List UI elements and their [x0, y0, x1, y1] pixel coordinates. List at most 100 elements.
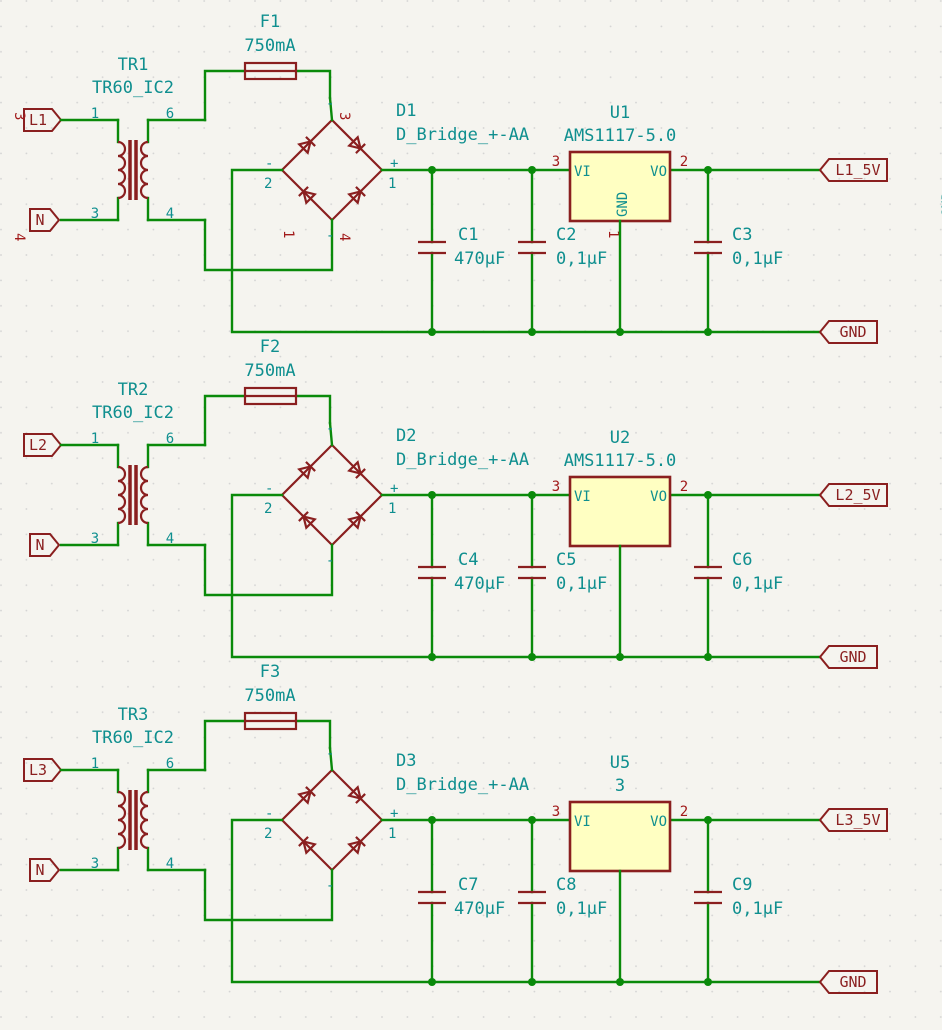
ground-label-text: GND: [839, 973, 866, 991]
junction-dot: [528, 978, 536, 986]
pin-number: 6: [166, 756, 174, 772]
fuse-value: 750mA: [244, 36, 295, 56]
capacitor-ref: C8: [556, 875, 576, 895]
pin-number: 3: [552, 804, 560, 820]
ac-mark: -: [326, 421, 334, 437]
capacitor-value: 0,1µF: [556, 899, 607, 919]
pin-number: 2: [680, 479, 688, 495]
pin-number: 3: [336, 112, 352, 120]
supply-stage-3: L3NTR3TR60_IC21364F3750mAD3D_Bridge_+-AA…: [0, 112, 942, 994]
pin-number: 1: [605, 230, 621, 238]
capacitor-value: 0,1µF: [732, 899, 783, 919]
pin-number: 6: [166, 106, 174, 122]
diode: [347, 785, 366, 804]
pin-label-vi: VI: [574, 814, 591, 830]
primary-coil: [117, 140, 127, 200]
ground-label[interactable]: GND: [818, 320, 878, 344]
neutral-input-label-text: N: [35, 211, 44, 229]
fuse-value: 750mA: [244, 686, 295, 706]
diode: [298, 836, 317, 855]
capacitor-ref: C7: [458, 875, 478, 895]
ac-mark: -: [326, 96, 334, 112]
regulator-value: AMS1117-5.0: [564, 126, 677, 146]
bridge-ref: D2: [396, 426, 416, 446]
wire: [294, 69, 332, 100]
capacitor-c6[interactable]: C60,1µF: [694, 493, 783, 659]
capacitor-value: 0,1µF: [732, 574, 783, 594]
pin-number: 3: [552, 154, 560, 170]
pin-number: 4: [166, 856, 174, 872]
diode: [298, 511, 317, 530]
neutral-input-label[interactable]: N: [29, 208, 61, 232]
diode: [347, 460, 366, 479]
fuse-ref: F2: [260, 337, 280, 357]
neutral-input-label-text: N: [35, 536, 44, 554]
transformer-ref: TR2: [118, 380, 149, 400]
ac-mark: -: [326, 228, 334, 244]
junction-dot: [528, 816, 536, 824]
regulator-u5[interactable]: U53VIVOGND321: [0, 192, 942, 984]
power-input-label-text: L3: [29, 761, 47, 779]
pin-number: 3: [91, 206, 99, 222]
diode: [347, 836, 366, 855]
junction-dot: [704, 166, 712, 174]
capacitor-c1[interactable]: C1 470µF: [418, 168, 505, 334]
junction-dot: [704, 491, 712, 499]
capacitor-c8[interactable]: C8 0,1µF: [518, 818, 607, 984]
capacitor-c9[interactable]: C90,1µF: [694, 818, 783, 984]
power-input-label[interactable]: L2: [23, 433, 63, 457]
power-input-label[interactable]: L3: [23, 758, 63, 782]
ground-label[interactable]: GND: [818, 645, 878, 669]
output-label-text: L3_5V: [835, 811, 880, 829]
pin-label-vi: VI: [574, 164, 591, 180]
output-label[interactable]: L3_5V: [818, 808, 888, 832]
junction-dot: [428, 328, 436, 336]
pin-number: 4: [166, 531, 174, 547]
capacitor-c2[interactable]: C20,1µF: [518, 168, 607, 334]
pin-number: 4: [11, 233, 27, 241]
pin-number: 1: [388, 501, 396, 517]
capacitor-c3[interactable]: C30,1µF: [694, 168, 783, 334]
diode: [297, 461, 316, 480]
power-input-label-text: L1: [29, 111, 47, 129]
neutral-input-label[interactable]: N: [29, 858, 61, 882]
junction-dot: [428, 653, 436, 661]
capacitor-c5[interactable]: C50,1µF: [518, 493, 607, 659]
capacitor-ref: C1: [458, 225, 478, 245]
pin-number: 4: [336, 233, 352, 241]
minus-sign: -: [265, 156, 273, 172]
capacitor-value: 0,1µF: [556, 249, 607, 269]
output-label[interactable]: L1_5V: [818, 158, 888, 182]
output-label[interactable]: L2_5V: [818, 483, 888, 507]
junction-dot: [704, 653, 712, 661]
regulator-ref: U2: [610, 428, 630, 448]
bridge-value: D_Bridge_+-AA: [396, 775, 529, 795]
power-input-label[interactable]: L1: [23, 108, 63, 132]
neutral-input-label[interactable]: N: [29, 533, 61, 557]
pin-label-vi: VI: [574, 489, 591, 505]
junction-dot: [528, 328, 536, 336]
bridge-ref: D3: [396, 751, 416, 771]
ground-rail: [230, 493, 822, 659]
capacitor-value: 470µF: [454, 249, 505, 269]
regulator-body: [568, 800, 672, 873]
wire: [294, 394, 332, 425]
junction-dot: [704, 816, 712, 824]
ground-label[interactable]: GND: [818, 970, 878, 994]
capacitor-ref: C4: [458, 550, 478, 570]
junction-dot: [704, 978, 712, 986]
junction-dot: [616, 328, 624, 336]
